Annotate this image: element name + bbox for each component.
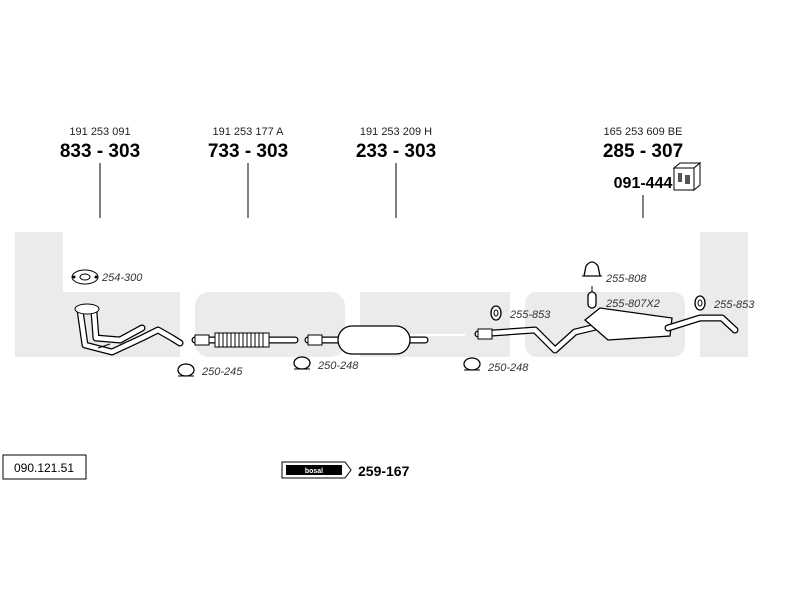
bosal-logo: bosal [281,461,352,479]
oem-number: 165 253 609 BE [604,126,683,138]
middle-silencer [304,325,429,355]
part-number: 285 - 307 [603,141,683,162]
front-pipe [74,303,184,356]
ring-icon [490,305,502,321]
part-number: 833 - 303 [60,141,140,162]
part-label-3: 191 253 209 H 233 - 303 [356,126,436,218]
part-label-4: 165 253 609 BE 285 - 307 091-444 [603,126,702,218]
accessory-label: 250-248 [317,360,359,372]
catalog-number: 090.121.51 [14,461,74,475]
accessory-label: 255-853 [509,309,551,321]
logo-text: bosal [305,468,323,475]
rear-pipe [474,322,604,354]
mounting-kit-icon [672,161,702,192]
accessory-label: 250-245 [201,366,243,378]
part-label-2: 191 253 177 A 733 - 303 [208,126,288,218]
gasket-icon [71,269,99,285]
flex-pipe [191,332,299,348]
rubber-mount-icon [582,261,602,277]
catalog-number-box: 090.121.51 [2,454,87,480]
assembly-reference: 259-167 [358,463,410,479]
oem-number: 191 253 177 A [213,126,285,138]
accessory-label: 250-248 [487,362,529,374]
part-number: 733 - 303 [208,141,288,162]
clamp-icon [177,363,195,377]
accessory-label: 255-853 [713,299,755,311]
part-label-1: 191 253 091 833 - 303 [60,126,140,218]
rear-silencer [583,307,739,341]
clamp-icon [463,357,481,371]
accessory-label: 255-808 [605,273,647,285]
oem-number: 191 253 209 H [360,126,432,138]
ring-icon [694,295,706,311]
hanger-icon [587,286,597,309]
part-number: 233 - 303 [356,141,436,162]
mounting-kit-number: 091-444 [614,175,673,192]
oem-number: 191 253 091 [69,126,130,138]
clamp-icon [293,356,311,370]
accessory-label: 255-807X2 [605,298,660,310]
accessory-label: 254-300 [101,272,143,284]
